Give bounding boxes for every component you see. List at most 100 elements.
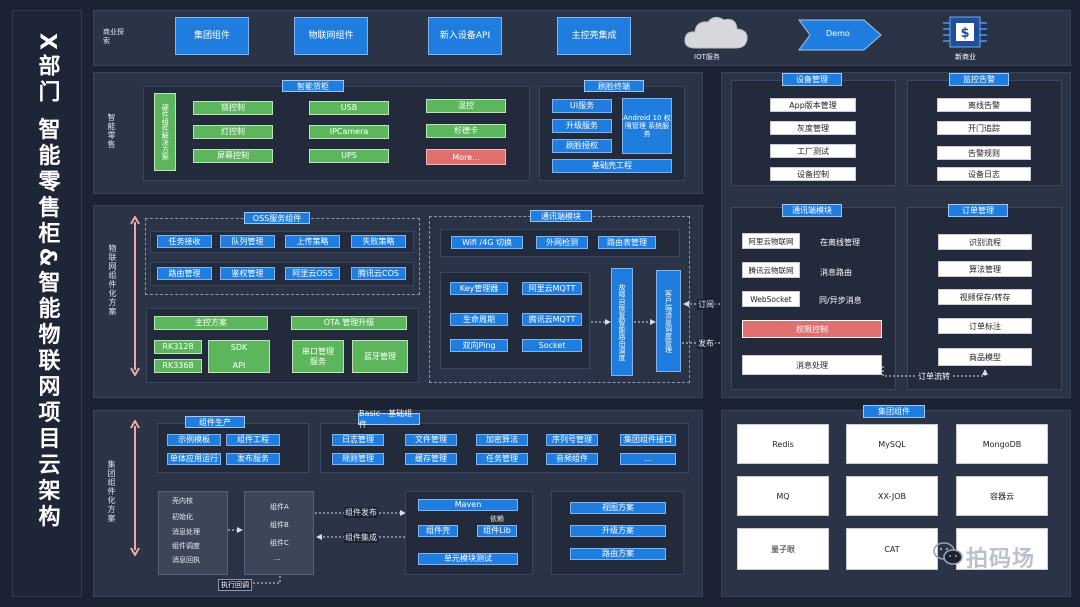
cell-ups[interactable]: UPS <box>309 149 389 163</box>
oss-route[interactable]: 路由管理 <box>157 267 212 280</box>
monitor-log[interactable]: 设备日志 <box>937 167 1031 181</box>
basic-cache[interactable]: 缓存管理 <box>405 453 457 465</box>
tencent-mqtt[interactable]: 腾讯云MQTT <box>522 313 582 326</box>
cr-aliyun[interactable]: 阿里云物联网 <box>742 233 800 249</box>
term-ui[interactable]: UI服务 <box>552 99 612 113</box>
top-btn-group[interactable]: 集团组件 <box>175 17 249 55</box>
rk3128[interactable]: RK3128 <box>154 340 202 354</box>
oss-fail[interactable]: 失败策略 <box>351 235 406 248</box>
monitor-door[interactable]: 开门追踪 <box>937 121 1031 135</box>
cr-msg-process[interactable]: 消息处理 <box>742 355 882 375</box>
comp-shell[interactable]: 组件壳 <box>418 525 458 537</box>
term-android[interactable]: Android 10 权限管理 系统服务 <box>622 98 672 154</box>
serial-service[interactable]: 串口管理服务 <box>292 340 344 373</box>
cluster-xxjob[interactable]: XX-JOB <box>846 476 938 516</box>
oss-aliyun[interactable]: 阿里云OSS <box>285 267 340 280</box>
cell-more[interactable]: More... <box>426 149 506 165</box>
comm-net-check[interactable]: 外网检测 <box>536 236 588 249</box>
plan-upgrade[interactable]: 升级方案 <box>570 525 666 537</box>
prod-template[interactable]: 示例模板 <box>167 434 221 446</box>
order-algo[interactable]: 算法管理 <box>938 261 1032 277</box>
watermark-text: 拍码场 <box>966 547 1036 572</box>
bt-manage[interactable]: 蓝牙管理 <box>352 340 408 373</box>
basic-rule[interactable]: 规则管理 <box>332 453 384 465</box>
cell-usb[interactable]: USB <box>309 101 389 115</box>
prod-run[interactable]: 单体应用运行 <box>167 453 221 465</box>
basic-log[interactable]: 日志管理 <box>332 434 384 446</box>
publish-label: 发布 <box>697 338 715 349</box>
cell-lock[interactable]: 锁控制 <box>193 101 273 115</box>
basic-crypto[interactable]: 加密算法 <box>476 434 528 446</box>
maven[interactable]: Maven <box>418 499 518 511</box>
sdk-api-box[interactable]: SDK API <box>208 340 270 373</box>
order-video[interactable]: 视频保存/转存 <box>938 289 1032 305</box>
monitor-offline[interactable]: 离线告警 <box>937 98 1031 112</box>
cluster-mq[interactable]: MQ <box>737 476 829 516</box>
cell-screen[interactable]: 屏幕控制 <box>193 149 273 163</box>
basic-audio[interactable]: 音频组件 <box>546 453 598 465</box>
key-manager[interactable]: Key管理器 <box>450 282 508 295</box>
monitor-rule[interactable]: 告警规则 <box>937 146 1031 160</box>
comm-route-table[interactable]: 路由表管理 <box>598 236 656 249</box>
aliyun-mqtt[interactable]: 阿里云MQTT <box>522 282 582 295</box>
cell-sand-card[interactable]: 杉德卡 <box>426 124 506 138</box>
demo-arrow[interactable] <box>798 19 882 51</box>
order-label[interactable]: 订单标注 <box>938 318 1032 334</box>
term-upgrade[interactable]: 升级服务 <box>552 119 612 133</box>
socket[interactable]: Socket <box>522 339 582 352</box>
cluster-redis[interactable]: Redis <box>737 424 829 464</box>
oss-task-recv[interactable]: 任务接收 <box>157 235 212 248</box>
order-model[interactable]: 商品模型 <box>938 348 1032 366</box>
basic-more[interactable]: ... <box>620 453 676 465</box>
lifecycle[interactable]: 生命周期 <box>450 313 508 326</box>
cluster-container[interactable]: 容器云 <box>956 476 1048 516</box>
rk3368[interactable]: RK3368 <box>154 359 202 373</box>
oss-tencent[interactable]: 腾讯云COS <box>351 267 406 280</box>
ota-upgrade[interactable]: OTA 管理升级 <box>291 316 407 330</box>
top-btn-api[interactable]: 新入设备API <box>428 17 502 55</box>
cell-temp[interactable]: 温控 <box>426 99 506 113</box>
prod-project[interactable]: 组件工程 <box>226 434 280 446</box>
basic-group-api[interactable]: 集团组件接口 <box>620 434 676 446</box>
cr-permission[interactable]: 权限控制 <box>742 320 882 338</box>
top-btn-iot[interactable]: 物联网组件 <box>294 17 368 55</box>
bi-ping[interactable]: 双向Ping <box>450 339 508 352</box>
basic-serial[interactable]: 序列号管理 <box>546 434 598 446</box>
oss-upload[interactable]: 上传策略 <box>285 235 340 248</box>
cell-ipcamera[interactable]: IPCamera <box>309 125 389 139</box>
cr-websocket[interactable]: WebSocket <box>742 291 800 307</box>
cluster-quantum-eye[interactable]: 量子眼 <box>737 528 829 570</box>
comm-wifi[interactable]: Wifi /4G 切换 <box>451 236 523 249</box>
device-app-version[interactable]: App版本管理 <box>770 98 856 112</box>
cluster-cat[interactable]: CAT <box>846 528 938 570</box>
oss-auth[interactable]: 鉴权管理 <box>220 267 275 280</box>
fault-recovery[interactable]: 故障自恢复智能路由调度 <box>611 268 633 376</box>
shell-item-3: 组件调度 <box>172 542 200 550</box>
comp-lib[interactable]: 组件Lib <box>477 525 517 537</box>
unit-test[interactable]: 单元模块测试 <box>418 553 518 565</box>
oss-queue[interactable]: 队列管理 <box>220 235 275 248</box>
cr-msg-route: 消息路由 <box>820 268 852 277</box>
shell-list-box <box>158 491 228 575</box>
basic-task[interactable]: 任务管理 <box>476 453 528 465</box>
exec-callback-label: 执行回调 <box>218 579 252 591</box>
device-gray[interactable]: 灰度管理 <box>770 121 856 135</box>
cluster-mysql[interactable]: MySQL <box>846 424 938 464</box>
cluster-mongodb[interactable]: MongoDB <box>956 424 1048 464</box>
client-dispatch[interactable]: 客户端消息调度管理 <box>656 270 681 372</box>
plan-route[interactable]: 路由方案 <box>570 548 666 560</box>
prod-publish[interactable]: 发布服务 <box>226 453 280 465</box>
basic-file[interactable]: 文件管理 <box>405 434 457 446</box>
cr-tencent[interactable]: 腾讯云物联网 <box>742 262 800 278</box>
order-recog[interactable]: 识别流程 <box>938 234 1032 250</box>
cell-light[interactable]: 灯控制 <box>193 125 273 139</box>
term-face-auth[interactable]: 刷脸授权 <box>552 139 612 153</box>
device-control[interactable]: 设备控制 <box>770 167 856 181</box>
top-btn-shell[interactable]: 主控壳集成 <box>557 17 631 55</box>
plan-view[interactable]: 视图方案 <box>570 502 666 514</box>
api-label: API <box>232 360 246 370</box>
main-plan[interactable]: 主控方案 <box>154 316 268 330</box>
cluster-extra[interactable] <box>956 528 1048 570</box>
term-shell[interactable]: 基础壳工程 <box>552 159 672 173</box>
device-factory[interactable]: 工厂测试 <box>770 144 856 158</box>
